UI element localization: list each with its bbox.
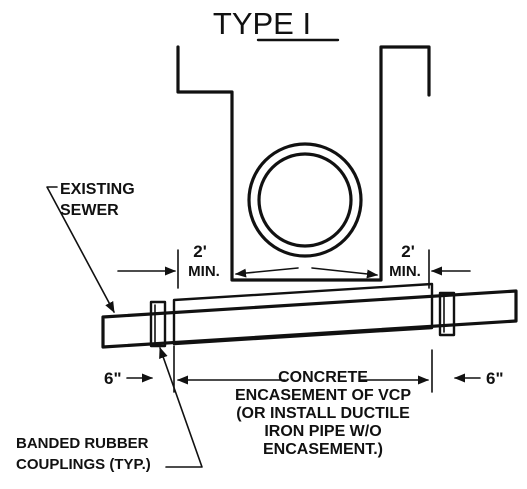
concrete-encasement (172, 282, 434, 346)
encasement-note-line-3: (OR INSTALL DUCTILE (236, 405, 410, 422)
right-clearance-value: 2' (401, 242, 415, 261)
existing-sewer-pipe (101, 282, 518, 349)
left-clearance-dimension: 2' MIN. (117, 242, 220, 289)
encasement-note: CONCRETE ENCASEMENT OF VCP (OR INSTALL D… (235, 369, 411, 458)
left-offset-dimension: 6" (104, 345, 175, 393)
couplings-note-line-1: BANDED RUBBER (16, 435, 149, 452)
couplings-note-line-2: COUPLINGS (TYP.) (16, 456, 151, 473)
left-coupling (149, 300, 167, 348)
left-clearance-value: 2' (193, 242, 207, 261)
trench-width-dimension (234, 267, 379, 279)
encasement-note-line-5: ENCASEMENT.) (263, 441, 383, 458)
left-offset-value: 6" (104, 369, 122, 388)
left-clearance-unit: MIN. (188, 263, 220, 280)
couplings-callout: BANDED RUBBER COUPLINGS (TYP.) (16, 346, 203, 473)
right-clearance-dimension: 2' MIN. (389, 242, 471, 289)
diagram-title: TYPE I (213, 6, 311, 41)
crossing-pipe (247, 142, 363, 258)
encasement-note-line-1: CONCRETE (278, 369, 368, 386)
existing-sewer-callout: EXISTING SEWER (46, 181, 135, 313)
right-offset-value: 6" (486, 369, 504, 388)
encasement-note-line-2: ENCASEMENT OF VCP (235, 387, 411, 404)
right-offset-dimension: 6" (431, 349, 504, 393)
trench (176, 45, 431, 282)
right-coupling (438, 291, 456, 337)
encasement-note-line-4: IRON PIPE W/O (264, 423, 381, 440)
existing-sewer-label-1: EXISTING (60, 181, 135, 198)
existing-sewer-label-2: SEWER (60, 202, 119, 219)
right-clearance-unit: MIN. (389, 263, 421, 280)
